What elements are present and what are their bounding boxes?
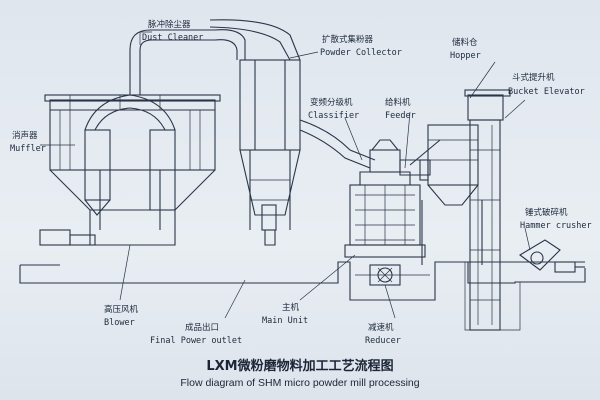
label-classifier: 变频分级机 Classifier	[308, 97, 359, 121]
svg-text:Main Unit: Main Unit	[262, 316, 308, 326]
svg-text:斗式提升机: 斗式提升机	[512, 72, 555, 83]
svg-text:脉冲除尘器: 脉冲除尘器	[148, 19, 191, 30]
svg-text:Final Power outlet: Final Power outlet	[150, 336, 242, 346]
muffler-unit	[84, 50, 176, 216]
bucket-elevator-unit	[464, 89, 511, 331]
label-bucket-elevator: 斗式提升机 Bucket Elevator	[508, 72, 585, 97]
svg-text:变频分级机: 变频分级机	[310, 97, 353, 108]
svg-text:Hammer crusher: Hammer crusher	[520, 221, 592, 231]
label-dust-cleaner: 脉冲除尘器 Dust Cleaner	[142, 19, 203, 43]
label-blower: 高压风机 Blower	[104, 304, 139, 328]
hopper-unit	[419, 124, 483, 265]
title-cn: LXM微粉磨物料加工工艺流程图	[206, 358, 393, 374]
svg-text:Feeder: Feeder	[385, 111, 416, 121]
label-final-powder-outlet: 成品出口 Final Power outlet	[150, 322, 242, 346]
svg-text:高压风机: 高压风机	[104, 304, 139, 315]
svg-text:Hopper: Hopper	[450, 51, 481, 61]
main-unit-body	[344, 139, 426, 286]
svg-text:扩散式集粉器: 扩散式集粉器	[322, 34, 374, 45]
label-powder-collector: 扩散式集粉器 Powder Collector	[320, 34, 402, 58]
svg-text:Blower: Blower	[104, 318, 135, 328]
svg-text:Muffler: Muffler	[10, 144, 46, 154]
top-pipes	[129, 19, 301, 61]
svg-text:消声器: 消声器	[12, 130, 38, 141]
label-muffler: 消声器 Muffler	[10, 130, 46, 154]
svg-text:主机: 主机	[282, 302, 300, 313]
svg-text:锤式破碎机: 锤式破碎机	[525, 207, 568, 218]
svg-text:Reducer: Reducer	[365, 336, 401, 346]
hammer-crusher-unit	[519, 239, 585, 273]
svg-text:减速机: 减速机	[368, 322, 394, 333]
svg-text:Classifier: Classifier	[308, 111, 359, 121]
duct-to-classifier	[299, 119, 376, 169]
label-main-unit: 主机 Main Unit	[262, 302, 308, 326]
svg-text:Bucket Elevator: Bucket Elevator	[508, 87, 585, 97]
label-reducer: 减速机 Reducer	[365, 322, 401, 346]
label-hopper: 储料仓 Hopper	[450, 37, 481, 61]
dust-cleaner-unit	[39, 94, 221, 246]
title-en: Flow diagram of SHM micro powder mill pr…	[180, 377, 419, 389]
svg-text:储料仓: 储料仓	[452, 37, 478, 48]
leader-lines	[40, 31, 531, 319]
label-feeder: 给料机 Feeder	[385, 97, 416, 121]
svg-text:Powder Collector: Powder Collector	[320, 48, 402, 58]
svg-text:Dust Cleaner: Dust Cleaner	[142, 33, 203, 43]
svg-text:给料机: 给料机	[385, 97, 411, 108]
powder-collector-unit	[239, 59, 301, 246]
svg-text:成品出口: 成品出口	[185, 322, 219, 333]
label-hammer-crusher: 锤式破碎机 Hammer crusher	[520, 207, 592, 231]
